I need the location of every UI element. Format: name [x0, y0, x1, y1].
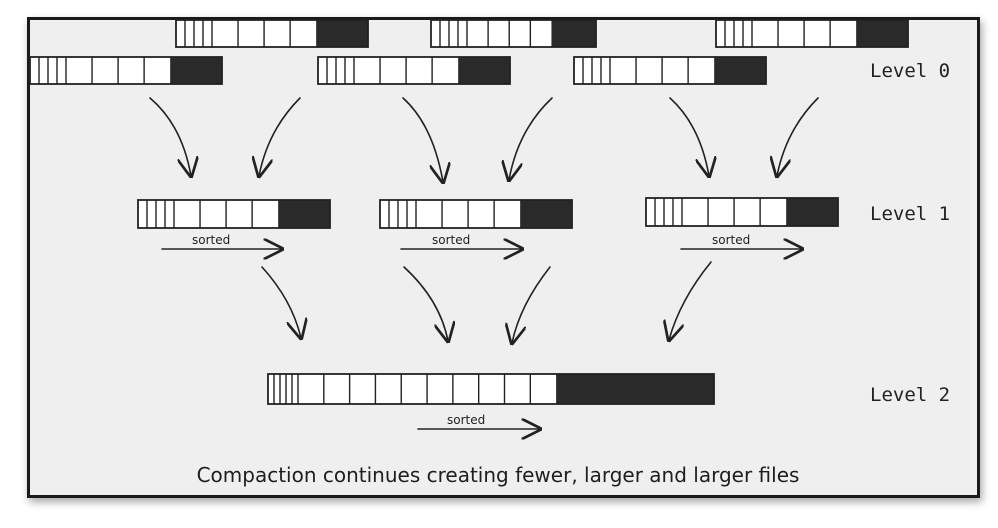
- empty-records: [646, 198, 787, 226]
- empty-records: [138, 200, 279, 228]
- filled-records: [856, 20, 908, 47]
- file-outline: [573, 56, 767, 85]
- file-outline: [379, 199, 573, 229]
- compaction-arrows: [149, 97, 819, 343]
- filled-records: [458, 57, 510, 84]
- file-outline: [715, 19, 909, 48]
- file-outline: [267, 373, 715, 405]
- empty-records: [176, 20, 317, 47]
- sorted-label: sorted: [432, 233, 470, 247]
- file-blocks: [29, 19, 909, 405]
- sorted-indicator-level1-b: sorted: [400, 233, 522, 249]
- arrow-l1-to-l2-c: [669, 261, 712, 340]
- file-level0-bottom-b: [317, 56, 511, 85]
- file-outline: [317, 56, 511, 85]
- empty-records: [716, 20, 857, 47]
- sorted-indicator-level2: sorted: [417, 413, 540, 429]
- empty-records: [574, 57, 715, 84]
- arrow-l0-to-l1-a-left: [149, 97, 191, 176]
- file-level0-bottom-c: [573, 56, 767, 85]
- file-level0-top-b: [430, 19, 597, 48]
- arrow-l0-to-l1-c-left: [669, 97, 709, 176]
- file-outline: [175, 19, 369, 48]
- filled-records: [520, 200, 572, 228]
- empty-records: [30, 57, 171, 84]
- sorted-indicator-level1-c: sorted: [680, 233, 802, 249]
- level-1-label: Level 1: [870, 203, 950, 225]
- filled-records: [551, 20, 596, 47]
- diagram-caption: Compaction continues creating fewer, lar…: [197, 463, 800, 487]
- sorted-indicator-level1-a: sorted: [161, 233, 282, 249]
- filled-records: [170, 57, 222, 84]
- file-level1-c: [645, 197, 839, 227]
- filled-records: [316, 20, 368, 47]
- filled-records: [278, 200, 330, 228]
- file-level0-top-c: [715, 19, 909, 48]
- file-outline: [430, 19, 597, 48]
- filled-records: [786, 198, 838, 226]
- empty-records: [318, 57, 459, 84]
- arrow-l0-to-l1-b-left: [402, 97, 443, 182]
- file-outline: [645, 197, 839, 227]
- file-outline: [29, 56, 223, 85]
- level-0-label: Level 0: [870, 60, 950, 82]
- sorted-label: sorted: [447, 413, 485, 427]
- empty-records: [268, 374, 557, 404]
- file-outline: [137, 199, 331, 229]
- arrow-l0-to-l1-c-right: [777, 97, 819, 176]
- file-level2: [267, 373, 715, 405]
- empty-records: [431, 20, 552, 47]
- file-level1-b: [379, 199, 573, 229]
- arrow-l1-to-l2-a: [261, 266, 301, 338]
- arrow-l0-to-l1-b-right: [509, 97, 553, 180]
- arrow-l1-to-l2-b-right: [512, 266, 551, 343]
- arrow-l0-to-l1-a-right: [259, 97, 301, 176]
- file-level0-bottom-a: [29, 56, 223, 85]
- filled-records: [556, 374, 714, 404]
- file-level1-a: [137, 199, 331, 229]
- filled-records: [714, 57, 766, 84]
- empty-records: [380, 200, 521, 228]
- sorted-label: sorted: [712, 233, 750, 247]
- sorted-label: sorted: [192, 233, 230, 247]
- arrow-l1-to-l2-b-left: [403, 266, 448, 341]
- file-level0-top-a: [175, 19, 369, 48]
- level-2-label: Level 2: [870, 384, 950, 406]
